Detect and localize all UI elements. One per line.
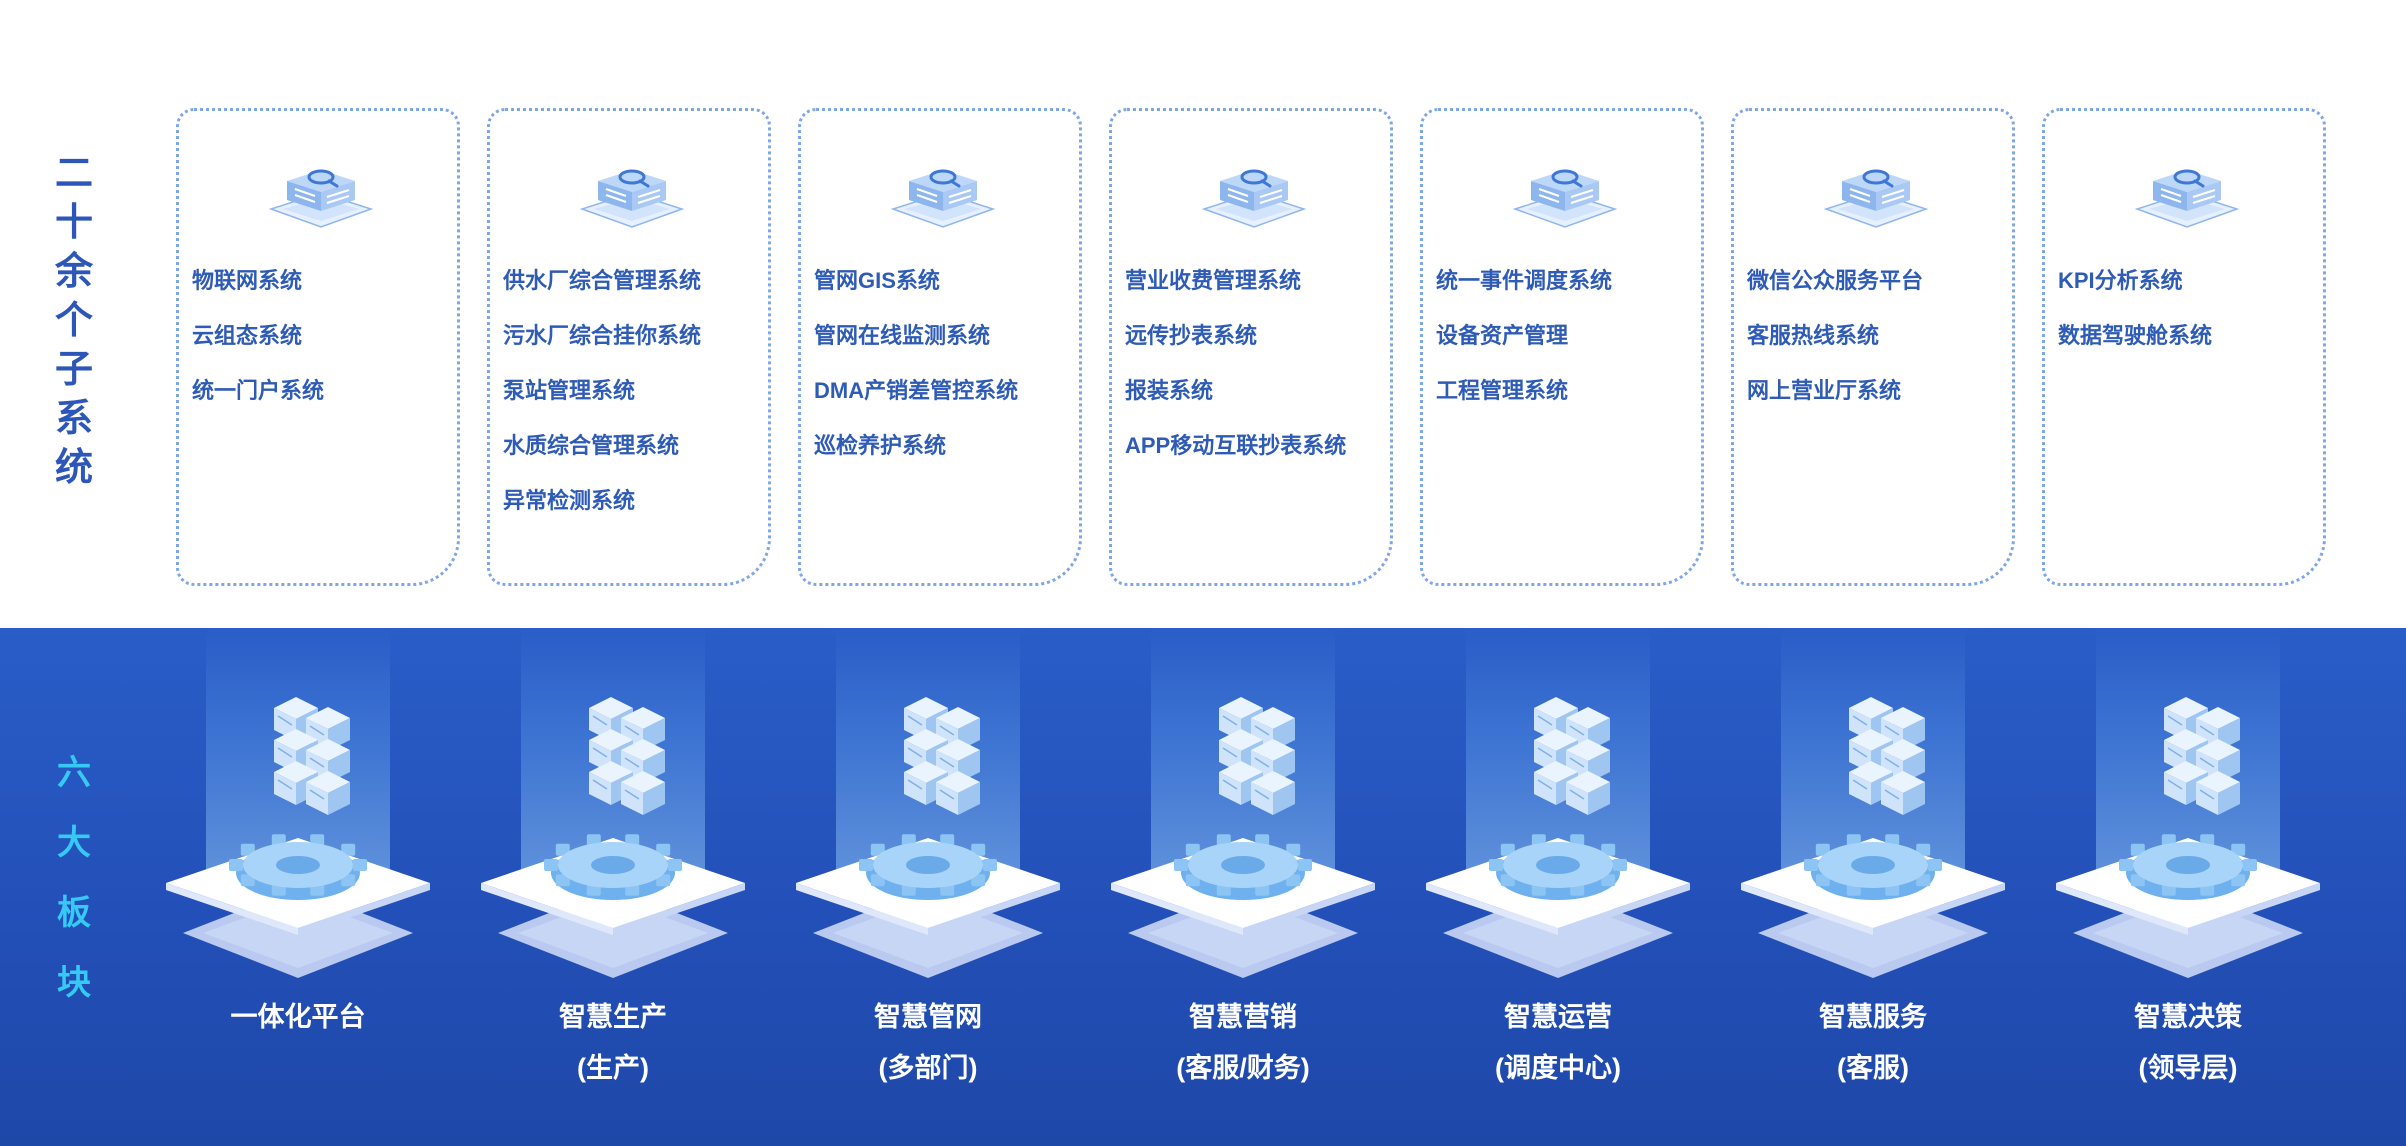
module-audience: (客服/财务) xyxy=(1176,1053,1310,1083)
subsystems-label-char: 个 xyxy=(54,300,93,342)
subsystems-label-char: 二 xyxy=(54,153,93,195)
subsystem-list: 管网GIS系统管网在线监测系统 DMA产销差管控系统巡检养护系统 xyxy=(814,267,1073,487)
server-search-icon xyxy=(2131,153,2243,233)
subsystems-label-char: 余 xyxy=(54,251,93,293)
module-name: 一体化平台 xyxy=(230,1002,366,1032)
module-name: 智慧生产 xyxy=(559,1002,667,1032)
module-name: 智慧运营 xyxy=(1504,1002,1612,1032)
subsystem-item: 物联网系统 xyxy=(192,268,303,293)
subsystem-item: 异常检测系统 xyxy=(503,488,636,513)
subsystem-card: 物联网系统云组态系统统一门户系统 xyxy=(176,108,460,586)
server-gear-platform-icon xyxy=(473,688,753,1018)
subsystem-item: 供水厂综合管理系统 xyxy=(503,268,702,293)
subsystems-label-char: 子 xyxy=(54,349,93,391)
subsystem-item: 管网在线监测系统 xyxy=(814,323,991,348)
subsystem-list: 营业收费管理系统远传抄表系统报装系统 APP移动互联抄表系统 xyxy=(1125,267,1384,487)
subsystems-vertical-label: 二 十 余 个 子 系 统 xyxy=(50,150,98,493)
subsystem-item: 工程管理系统 xyxy=(1436,378,1569,403)
modules-vertical-label: 六 大 板 块 xyxy=(50,738,98,1018)
subsystem-item: 云组态系统 xyxy=(192,323,303,348)
subsystem-item: 水质综合管理系统 xyxy=(503,433,680,458)
module-audience: (领导层) xyxy=(2138,1053,2238,1083)
subsystem-item: 网上营业厅系统 xyxy=(1747,378,1902,403)
subsystem-item: 远传抄表系统 xyxy=(1125,323,1258,348)
module-block: 智慧生产 (生产) xyxy=(473,628,753,1146)
subsystem-item: DMA产销差管控系统 xyxy=(814,378,1019,403)
server-gear-platform-icon xyxy=(1418,688,1698,1018)
server-gear-platform-icon xyxy=(2048,688,2328,1018)
server-gear-platform-icon xyxy=(1103,688,1383,1018)
subsystem-card: KPI分析系统数据驾驶舱系统 xyxy=(2042,108,2326,586)
subsystem-item: 数据驾驶舱系统 xyxy=(2058,323,2213,348)
subsystem-list: 微信公众服务平台客服热线系统网上营业厅系统 xyxy=(1747,267,2006,432)
subsystem-item: 泵站管理系统 xyxy=(503,378,636,403)
module-audience: (生产) xyxy=(577,1053,649,1083)
subsystem-item: 营业收费管理系统 xyxy=(1125,268,1302,293)
subsystem-item: 污水厂综合挂你系统 xyxy=(503,323,702,348)
subsystem-item: KPI分析系统 xyxy=(2058,268,2183,293)
subsystems-section: 二 十 余 个 子 系 统 物联网系统云组态系统统一门户系统 供水厂综合管理系统… xyxy=(50,108,2326,586)
subsystem-item: APP移动互联抄表系统 xyxy=(1125,433,1347,458)
modules-section: 六 大 板 块 一体化平台 智慧生产 (生产) 智慧管网 (多部门) 智慧营销 (客服/财务… xyxy=(0,628,2406,1146)
modules-label-char: 六 xyxy=(57,754,91,792)
subsystem-list: 物联网系统云组态系统统一门户系统 xyxy=(192,267,451,432)
subsystem-item: 巡检养护系统 xyxy=(814,433,947,458)
server-search-icon xyxy=(887,153,999,233)
subsystem-item: 设备资产管理 xyxy=(1436,323,1569,348)
server-gear-platform-icon xyxy=(1733,688,2013,1018)
subsystem-card: 统一事件调度系统设备资产管理工程管理系统 xyxy=(1420,108,1704,586)
subsystem-card: 营业收费管理系统远传抄表系统报装系统 APP移动互联抄表系统 xyxy=(1109,108,1393,586)
module-name: 智慧管网 xyxy=(874,1002,982,1032)
subsystem-item: 统一门户系统 xyxy=(192,378,325,403)
module-block: 智慧运营 (调度中心) xyxy=(1418,628,1698,1146)
server-gear-platform-icon xyxy=(158,688,438,1018)
module-name: 智慧服务 xyxy=(1819,1002,1927,1032)
module-block: 智慧决策 (领导层) xyxy=(2048,628,2328,1146)
module-audience: (多部门) xyxy=(878,1053,978,1083)
module-audience: (调度中心) xyxy=(1495,1053,1621,1083)
module-audience: (客服) xyxy=(1837,1053,1909,1083)
subsystems-label-char: 十 xyxy=(54,202,93,244)
server-search-icon xyxy=(265,153,377,233)
subsystems-label-char: 统 xyxy=(54,447,93,489)
subsystem-list: KPI分析系统数据驾驶舱系统 xyxy=(2058,267,2317,377)
subsystem-item: 统一事件调度系统 xyxy=(1436,268,1613,293)
server-search-icon xyxy=(1198,153,1310,233)
modules-label-char: 板 xyxy=(57,894,91,932)
subsystem-list: 供水厂综合管理系统污水厂综合挂你系统泵站管理系统水质综合管理系统异常检测系统 xyxy=(503,267,762,542)
module-block: 智慧营销 (客服/财务) xyxy=(1103,628,1383,1146)
modules-label-char: 块 xyxy=(57,964,91,1002)
subsystem-card: 供水厂综合管理系统污水厂综合挂你系统泵站管理系统水质综合管理系统异常检测系统 xyxy=(487,108,771,586)
subsystems-label-char: 系 xyxy=(54,398,93,440)
modules-label-char: 大 xyxy=(57,824,91,862)
module-block: 智慧服务 (客服) xyxy=(1733,628,2013,1146)
module-block: 一体化平台 xyxy=(158,628,438,1146)
server-search-icon xyxy=(576,153,688,233)
module-block: 智慧管网 (多部门) xyxy=(788,628,1068,1146)
subsystem-card: 微信公众服务平台客服热线系统网上营业厅系统 xyxy=(1731,108,2015,586)
subsystem-item: 微信公众服务平台 xyxy=(1747,268,1924,293)
server-search-icon xyxy=(1820,153,1932,233)
module-name: 智慧营销 xyxy=(1189,1002,1297,1032)
subsystem-item: 报装系统 xyxy=(1125,378,1214,403)
subsystem-list: 统一事件调度系统设备资产管理工程管理系统 xyxy=(1436,267,1695,432)
server-search-icon xyxy=(1509,153,1621,233)
module-name: 智慧决策 xyxy=(2134,1002,2242,1032)
subsystem-card: 管网GIS系统管网在线监测系统 DMA产销差管控系统巡检养护系统 xyxy=(798,108,1082,586)
subsystem-item: 管网GIS系统 xyxy=(814,268,940,293)
subsystem-item: 客服热线系统 xyxy=(1747,323,1880,348)
server-gear-platform-icon xyxy=(788,688,1068,1018)
